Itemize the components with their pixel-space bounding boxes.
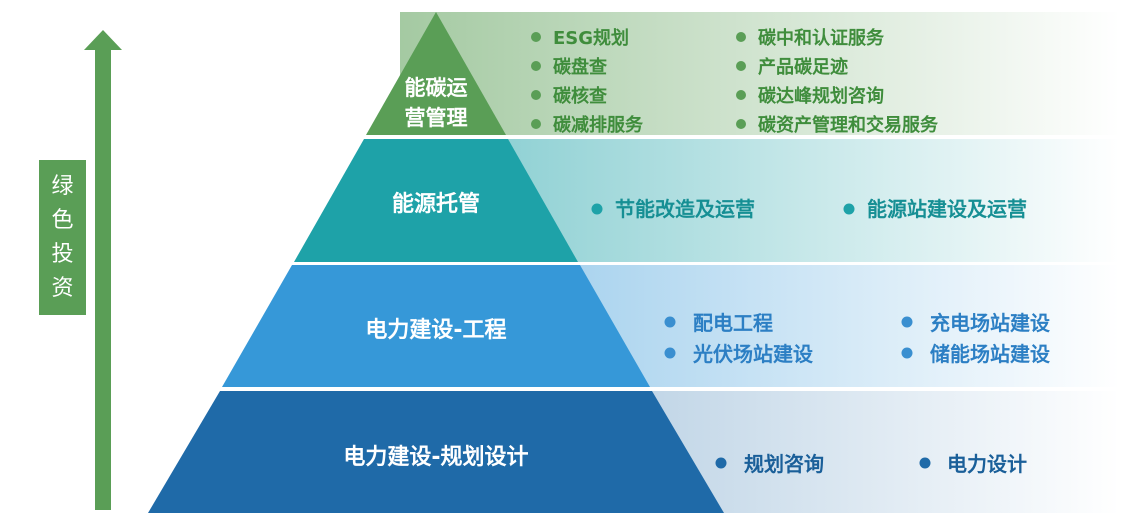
band-tier-1 (400, 12, 1120, 135)
service-item: 碳资产管理和交易服务 (758, 114, 939, 136)
service-item: 碳盘查 (553, 56, 607, 78)
service-item: 碳核查 (553, 85, 607, 107)
service-item: 规划咨询 (744, 452, 824, 476)
tier-4-label: 电力建设-规划设计 (343, 445, 528, 470)
arrow-head-icon (84, 30, 122, 50)
bullet-dot (736, 90, 746, 100)
tier-2-services: 节能改造及运营 能源站建设及运营 (591, 197, 1027, 221)
green-investment-label: 绿 色 投 资 (39, 160, 86, 315)
axis-char: 投 (51, 241, 74, 267)
tier-3-label: 电力建设-工程 (365, 318, 506, 343)
service-item: 碳达峰规划咨询 (758, 85, 884, 107)
bullet-dot (591, 203, 603, 215)
bullet-dot (715, 457, 727, 469)
tier-2-label: 能源托管 (392, 191, 480, 217)
axis-char: 资 (51, 275, 74, 301)
service-item: 充电场站建设 (930, 311, 1050, 335)
bullet-dot (843, 203, 855, 215)
arrow-shaft (95, 48, 111, 510)
bullet-dot (531, 119, 541, 129)
service-item: 产品碳足迹 (758, 56, 848, 78)
bullet-dot (531, 90, 541, 100)
bullet-dot (901, 316, 913, 328)
service-item: 储能场站建设 (930, 342, 1050, 366)
bullet-dot (736, 119, 746, 129)
pyramid-tier-4 (148, 391, 724, 513)
pyramid-tier-3 (222, 265, 650, 387)
bullet-dot (736, 32, 746, 42)
pyramid-tier-1 (366, 12, 506, 135)
pyramid-tier-2 (294, 139, 578, 262)
service-item: 光伏场站建设 (692, 342, 813, 366)
bullet-dot (531, 61, 541, 71)
service-item: 碳减排服务 (553, 114, 644, 136)
service-item: 能源站建设及运营 (867, 197, 1027, 221)
tier-1-label-line-2: 营管理 (405, 106, 468, 130)
service-item: ESG规划 (553, 27, 629, 49)
service-item: 节能改造及运营 (615, 197, 755, 221)
tier-3-services: 配电工程 充电场站建设 光伏场站建设 储能场站建设 (664, 311, 1050, 366)
axis-char: 色 (51, 207, 74, 233)
bullet-dot (919, 457, 931, 469)
bullet-dot (901, 347, 913, 359)
bullet-dot (664, 316, 676, 328)
tier-1-services: ESG规划 碳中和认证服务 碳盘查 产品碳足迹 碳核查 碳达峰规划咨询 碳减排服… (531, 27, 939, 136)
bullet-dot (736, 61, 746, 71)
service-item: 配电工程 (693, 311, 773, 335)
tier-1-label-line-1: 能碳运 (405, 76, 468, 100)
tier-4-services: 规划咨询 电力设计 (715, 452, 1027, 476)
service-item: 碳中和认证服务 (758, 27, 885, 49)
bullet-dot (664, 347, 676, 359)
service-item: 电力设计 (947, 452, 1027, 476)
bullet-dot (531, 32, 541, 42)
axis-char: 绿 (51, 173, 74, 199)
